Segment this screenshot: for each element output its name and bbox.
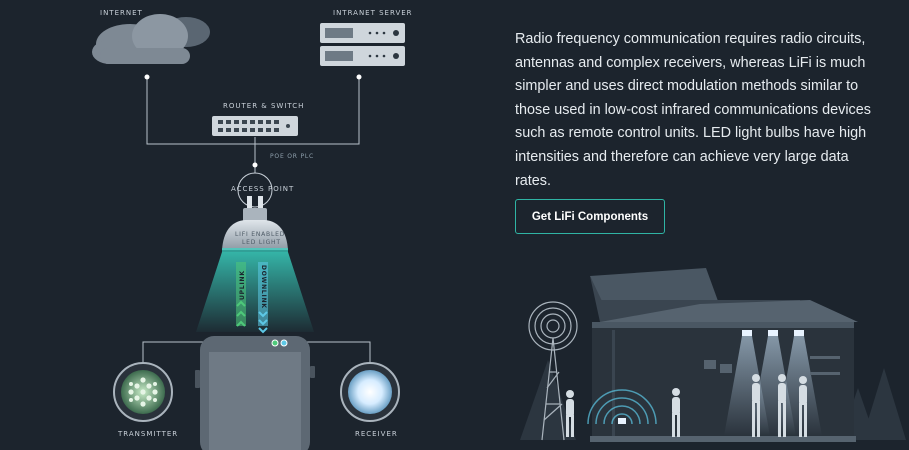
- receiver-label: RECEIVER: [355, 430, 398, 438]
- transmitter-icon: [113, 362, 173, 422]
- house-illustration: [520, 268, 906, 442]
- person-icon: [752, 374, 760, 437]
- cell-tower-icon: [528, 301, 578, 441]
- bulb-label-line2: LED LIGHT: [242, 239, 281, 246]
- cloud-icon: [92, 14, 210, 64]
- wifi-waves-icon: [587, 389, 657, 425]
- person-icon: [566, 390, 574, 437]
- access-point-label: ACCESS POINT: [231, 185, 294, 193]
- access-point-ring: [237, 172, 273, 208]
- router-icon: [212, 116, 298, 136]
- smartphone-icon: [195, 336, 315, 450]
- uplink-arrows: [236, 300, 246, 327]
- bulb-label-line1: LIFI ENABLED: [235, 231, 285, 238]
- phone-sensor-dots: [271, 339, 288, 347]
- led-bulb-icon: [222, 196, 288, 252]
- server-icon: [320, 23, 405, 66]
- person-icon: [778, 374, 786, 437]
- description-paragraph: Radio frequency communication requires r…: [515, 31, 871, 189]
- downlink-label: DOWNLINK: [260, 265, 267, 309]
- light-beam: [196, 252, 314, 332]
- connection-dots: [144, 74, 362, 168]
- uplink-label: UPLINK: [239, 270, 246, 300]
- transmitter-label: TRANSMITTER: [117, 430, 178, 438]
- downlink-arrows: [258, 311, 268, 334]
- person-icon: [799, 376, 807, 437]
- intranet-label: INTRANET SERVER: [333, 9, 413, 17]
- internet-label: INTERNET: [100, 9, 143, 17]
- poe-label: POE OR PLC: [270, 153, 314, 160]
- get-lifi-components-button[interactable]: Get LiFi Components: [515, 199, 665, 234]
- router-label: ROUTER & SWITCH: [223, 102, 304, 110]
- person-icon: [672, 388, 680, 437]
- receiver-icon: [340, 362, 400, 422]
